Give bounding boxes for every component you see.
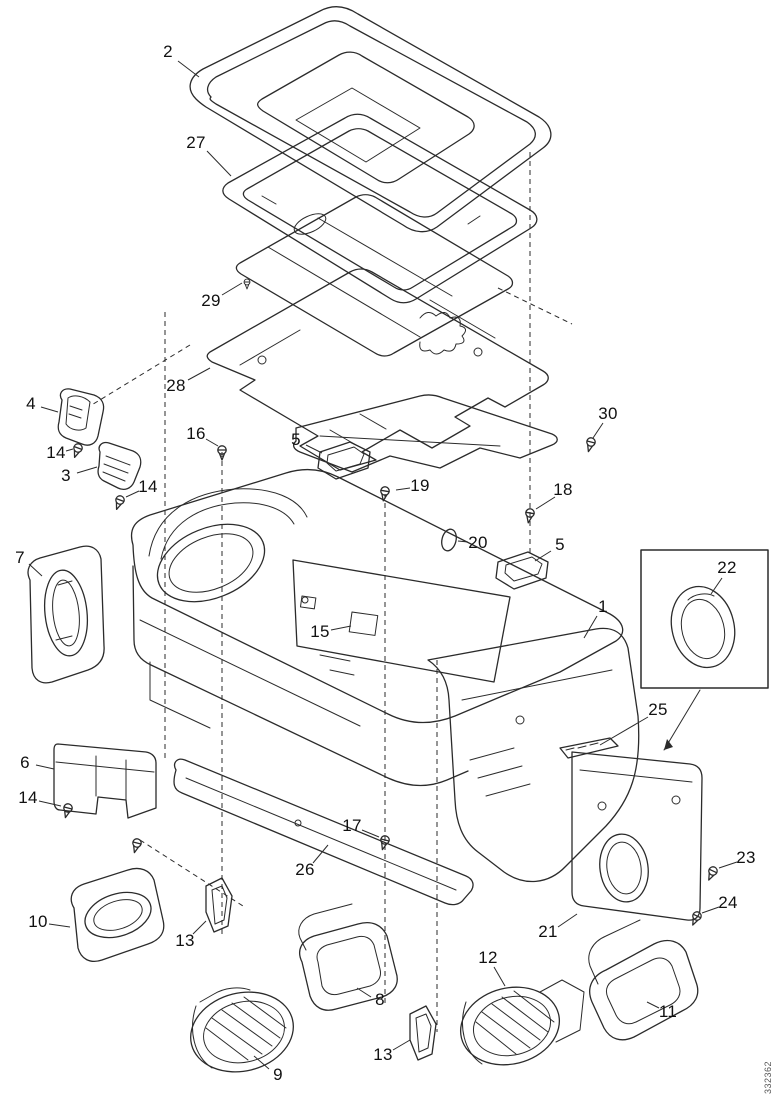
- leader-line-8: [356, 987, 372, 998]
- part-duct-11: [588, 919, 699, 1041]
- figure-code: 332362: [763, 1060, 773, 1094]
- leader-line-23: [718, 861, 738, 869]
- part-bracket-4: [57, 388, 105, 446]
- part-trim-25: [559, 737, 619, 759]
- leader-line-17: [361, 829, 380, 838]
- leader-line-14: [125, 490, 140, 498]
- leader-line-11: [646, 1001, 660, 1009]
- part-bracket-5-right: [495, 551, 549, 590]
- part-clip-13-right: [409, 1005, 437, 1061]
- part-main-panel: [130, 468, 640, 883]
- part-round-vent-9: [190, 987, 294, 1073]
- projection-lines: [89, 152, 573, 1032]
- leader-line-18: [535, 496, 556, 510]
- inset-detail-22: [640, 549, 769, 751]
- leader-line-4: [40, 406, 59, 413]
- leader-line-25: [599, 716, 649, 746]
- leader-line-27: [206, 150, 232, 177]
- part-screws: [60, 436, 720, 928]
- leader-line-5: [534, 550, 552, 562]
- part-side-vent-10: [70, 867, 165, 963]
- part-lower-trim-strip: [173, 758, 474, 906]
- leader-line-6: [35, 764, 55, 770]
- leader-line-12: [493, 966, 506, 987]
- part-upper-frame: [222, 113, 538, 304]
- leader-line-10: [48, 923, 71, 928]
- part-round-vent-12: [459, 979, 585, 1066]
- leader-line-15: [330, 625, 352, 631]
- leader-line-22: [710, 577, 723, 595]
- leader-line-28: [187, 367, 211, 381]
- part-side-panel-21: [571, 751, 703, 921]
- leader-line-30: [592, 422, 604, 439]
- leader-line-21: [557, 913, 578, 928]
- leader-lines: [28, 60, 738, 1070]
- part-insulator-upper: [235, 194, 514, 357]
- part-clip-13-left: [205, 877, 233, 933]
- leader-line-14: [38, 800, 62, 807]
- part-side-vent-7: [27, 545, 105, 684]
- part-tray-6: [53, 743, 157, 819]
- leader-line-14: [65, 448, 74, 452]
- part-top-cover: [189, 6, 552, 233]
- leader-line-29: [221, 282, 243, 296]
- part-insulator-lower: [206, 268, 549, 471]
- leader-line-16: [205, 438, 219, 447]
- leader-line-13: [192, 920, 207, 935]
- leader-line-26: [312, 844, 329, 864]
- leader-line-5: [305, 444, 323, 454]
- part-ring-20: [441, 528, 457, 552]
- part-bracket-5-left: [317, 441, 371, 480]
- part-bracket-3: [97, 441, 142, 490]
- leader-line-13: [392, 1039, 411, 1051]
- leader-line-9: [253, 1055, 270, 1070]
- leader-line-20: [457, 540, 469, 543]
- leader-line-1: [583, 615, 598, 639]
- leader-line-3: [76, 466, 98, 474]
- leader-line-19: [395, 487, 411, 491]
- leader-line-7: [28, 563, 43, 577]
- part-duct-8: [298, 903, 398, 1011]
- leader-line-24: [701, 906, 720, 914]
- leader-line-2: [177, 60, 200, 78]
- part-defroster-tray: [293, 394, 558, 473]
